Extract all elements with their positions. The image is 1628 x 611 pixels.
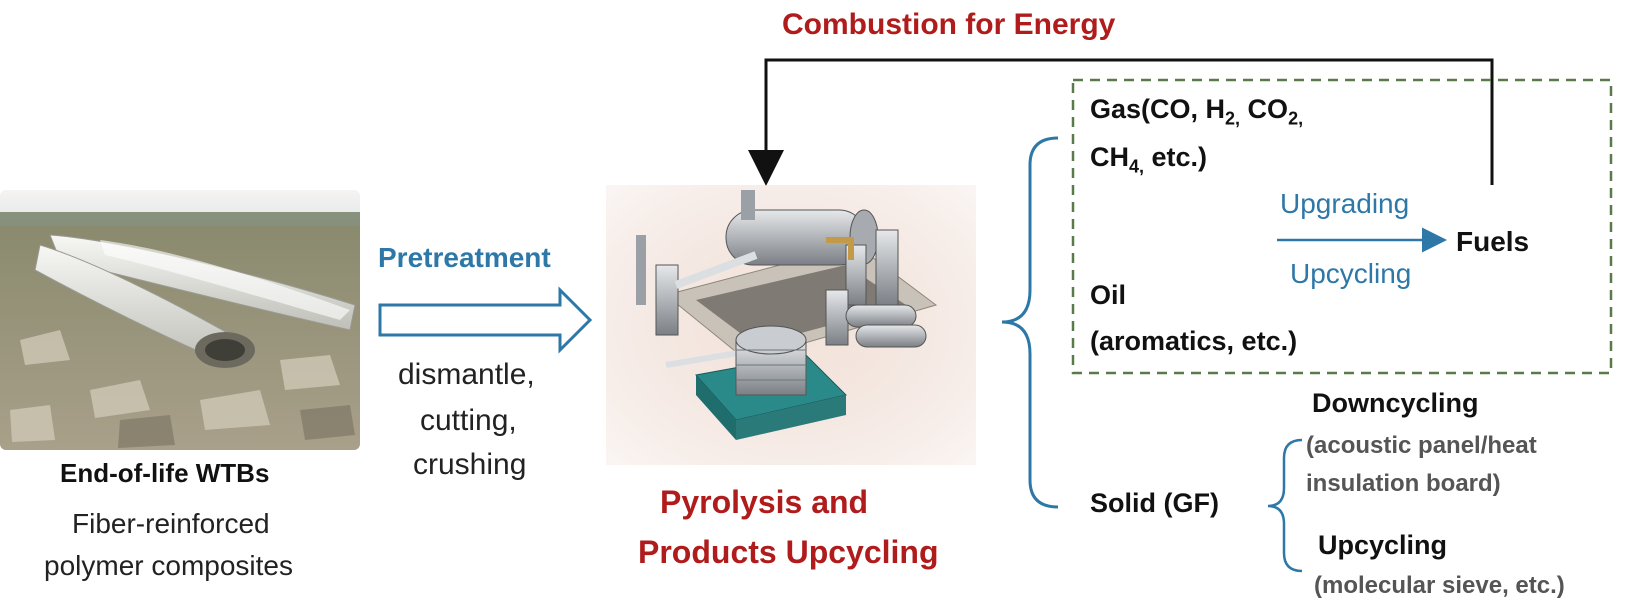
pretreatment-arrow xyxy=(378,286,593,354)
process-title-2: Products Upcycling xyxy=(638,534,939,570)
products-brace xyxy=(1001,136,1059,509)
pretreatment-label: Pretreatment xyxy=(378,242,551,273)
pretreatment-step-2: cutting, xyxy=(420,404,517,437)
input-subtitle-2: polymer composites xyxy=(44,550,293,581)
wind-blade-waste-photo xyxy=(0,190,360,450)
downcycling-label: Downcycling xyxy=(1312,388,1479,418)
input-subtitle-1: Fiber-reinforced xyxy=(72,508,270,539)
downcycling-detail-2: insulation board) xyxy=(1306,470,1501,497)
solid-brace xyxy=(1267,438,1303,573)
combustion-loop-line xyxy=(748,58,1494,186)
fuel-products-box xyxy=(1071,78,1613,375)
fuels-label: Fuels xyxy=(1456,226,1530,257)
solid-upcycling-detail: (molecular sieve, etc.) xyxy=(1314,572,1565,599)
upcycling-fuel-label: Upcycling xyxy=(1290,258,1412,289)
upgrading-label: Upgrading xyxy=(1280,188,1410,219)
pyrolysis-plant-illustration xyxy=(606,185,976,465)
pretreatment-step-3: crushing xyxy=(413,448,527,481)
solid-upcycling-label: Upcycling xyxy=(1318,530,1448,560)
oil-product-detail: (aromatics, etc.) xyxy=(1090,326,1298,356)
gas-products-line1: Gas(CO, H2, CO2, xyxy=(1090,94,1304,129)
oil-product-label: Oil xyxy=(1090,280,1127,310)
input-title: End-of-life WTBs xyxy=(60,458,270,488)
gas-products-line2: CH4, etc.) xyxy=(1090,142,1208,177)
pretreatment-step-1: dismantle, xyxy=(398,358,535,391)
combustion-label: Combustion for Energy xyxy=(782,8,1116,41)
downcycling-detail-1: (acoustic panel/heat xyxy=(1306,432,1537,459)
process-title-1: Pyrolysis and xyxy=(660,484,869,520)
solid-product-label: Solid (GF) xyxy=(1090,488,1219,518)
